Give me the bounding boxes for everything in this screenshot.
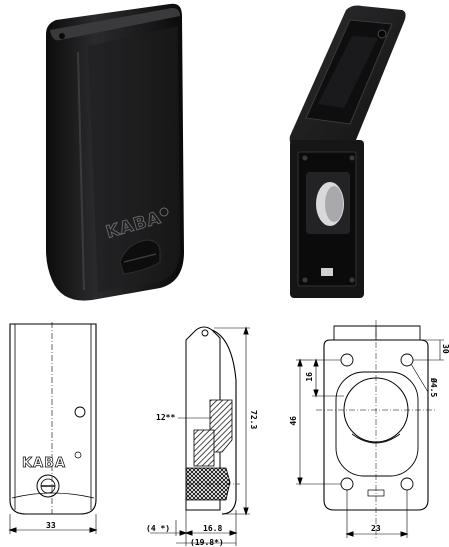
rear-hole-leader bbox=[410, 363, 429, 393]
rear-width-arrow-right bbox=[400, 531, 409, 537]
front-hole bbox=[74, 406, 86, 418]
rear-spacing-large-dim: 46 bbox=[289, 416, 298, 426]
rear-large-arrow-top bbox=[297, 358, 303, 367]
rear-hole-top-left bbox=[340, 353, 354, 367]
front-brand-logo: KABA bbox=[22, 456, 66, 471]
base-cylinder-shadow bbox=[325, 186, 343, 222]
base-bottom-slot bbox=[321, 268, 333, 276]
cover-top-rim bbox=[50, 8, 180, 41]
rear-width-arrow-left bbox=[345, 531, 354, 537]
front-width-arrow-right bbox=[89, 527, 98, 533]
rear-top-offset-dim: 30 bbox=[441, 344, 449, 354]
open-cover-photo bbox=[289, 5, 406, 298]
side-height-arrow-top bbox=[243, 326, 249, 335]
base-screw-bottom-right bbox=[349, 277, 355, 283]
side-inner-dim: 12** bbox=[156, 413, 175, 422]
side-offset-arrow bbox=[179, 530, 188, 536]
rear-small-arrow-bottom bbox=[313, 389, 319, 398]
rear-outline bbox=[323, 339, 429, 511]
rear-small-arrow-top bbox=[313, 358, 319, 367]
side-view-drawing bbox=[150, 326, 250, 546]
cover-side-highlight bbox=[77, 51, 85, 291]
front-keyhole-outer bbox=[36, 474, 60, 498]
side-hinge-pin bbox=[201, 329, 209, 337]
side-depth-dim: 16.8 bbox=[203, 524, 222, 533]
side-depth-arrow-left bbox=[184, 530, 193, 536]
rear-width-dim: 23 bbox=[371, 524, 381, 533]
rear-bottom-slot bbox=[367, 489, 385, 497]
cover-brand-mark bbox=[159, 207, 169, 217]
side-inner-block bbox=[193, 429, 215, 467]
closed-cover-photo: KABA bbox=[46, 3, 184, 301]
base-screw-top-right bbox=[349, 155, 355, 161]
front-brand-mark bbox=[74, 451, 82, 459]
base-screw-bottom-left bbox=[302, 277, 308, 283]
rear-hole-bottom-left bbox=[340, 477, 354, 491]
rear-spacing-small-dim: 16 bbox=[305, 372, 314, 382]
rear-hole-bottom-right bbox=[400, 477, 414, 491]
side-height-arrow-bottom bbox=[243, 507, 249, 516]
rear-large-arrow-bottom bbox=[297, 477, 303, 486]
rear-top-hinge bbox=[333, 325, 421, 341]
cover-face-shade bbox=[88, 26, 180, 292]
side-height-dim: 72.3 bbox=[249, 410, 258, 429]
side-depth-total-dim: (19.8*) bbox=[190, 538, 224, 547]
front-outline bbox=[9, 323, 97, 515]
front-view-drawing: KABA bbox=[8, 322, 98, 534]
base-screw-top-left bbox=[302, 155, 308, 161]
cover-screw-dot bbox=[59, 33, 65, 39]
side-offset-dim: (4 *) bbox=[146, 524, 170, 533]
lid-hinge-hole bbox=[377, 29, 387, 39]
side-outline-front bbox=[211, 329, 237, 515]
rear-hole-dim: Ø4.5 bbox=[429, 377, 439, 397]
front-width-arrow-left bbox=[8, 527, 17, 533]
rear-cylinder-recess bbox=[335, 371, 419, 477]
lid-inner-window bbox=[318, 36, 378, 108]
front-bottom-edge bbox=[11, 492, 95, 499]
cover-keyhole-flap bbox=[119, 239, 161, 275]
cover-keyhole-slot bbox=[123, 253, 157, 263]
front-width-dim: 33 bbox=[46, 521, 56, 530]
side-depth-arrow-right bbox=[229, 530, 238, 536]
rear-view-drawing bbox=[296, 320, 444, 540]
